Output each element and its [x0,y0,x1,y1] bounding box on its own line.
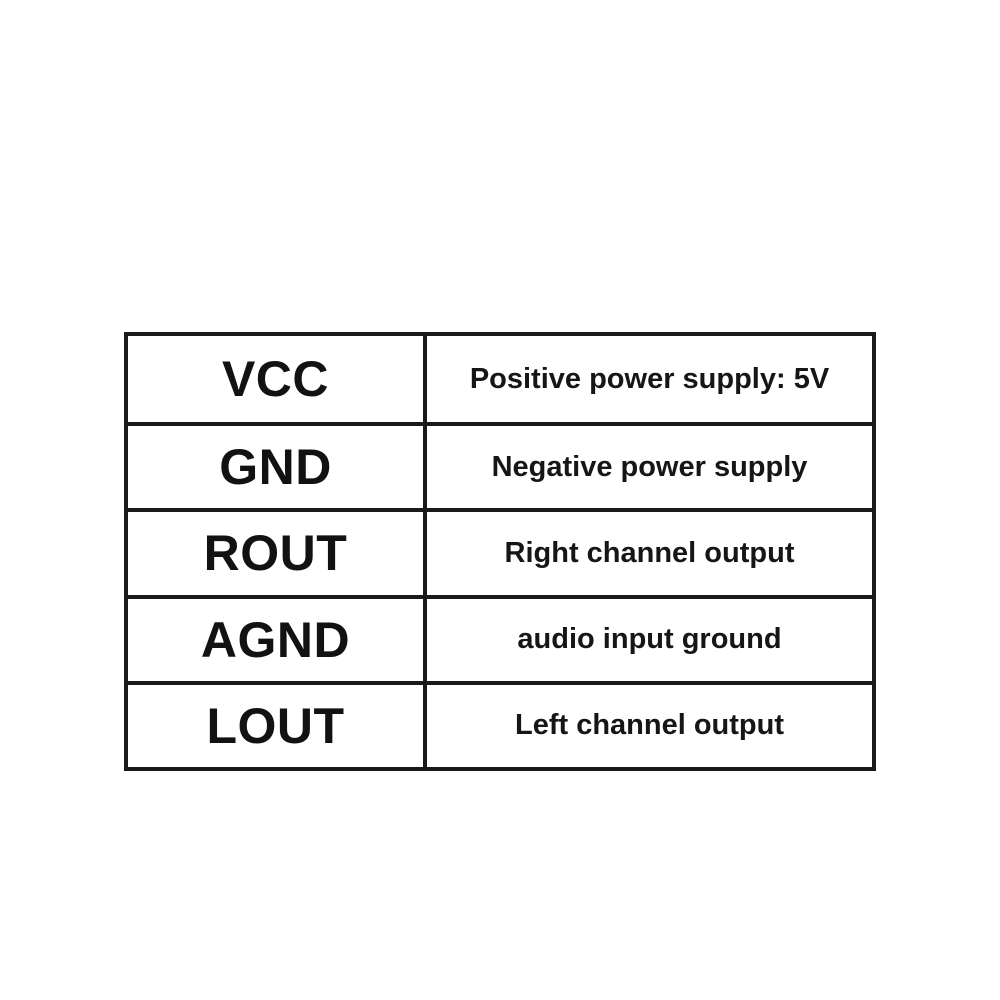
description-cell: Negative power supply [423,422,872,509]
pin-description: Right channel output [504,536,795,569]
pin-description-table: VCC Positive power supply: 5V GND Negati… [124,332,876,771]
pin-name: LOUT [206,697,345,754]
pin-description: Left channel output [514,709,785,742]
table-row: VCC Positive power supply: 5V [128,336,872,423]
pin-name: AGND [200,611,351,668]
description-cell: audio input ground [423,594,872,681]
description-cell: Positive power supply: 5V [423,336,872,423]
table-row: ROUT Right channel output [128,508,872,595]
table-row: LOUT Left channel output [128,680,872,767]
pin-description: Positive power supply: 5V [469,362,830,395]
description-cell: Left channel output [423,680,872,767]
pin-description: audio input ground [517,623,782,656]
table-row: GND Negative power supply [128,422,872,509]
pin-cell: VCC [128,336,423,423]
pin-cell: LOUT [128,680,423,767]
pin-cell: ROUT [128,508,423,595]
description-cell: Right channel output [423,508,872,595]
pin-cell: AGND [128,594,423,681]
table-row: AGND audio input ground [128,594,872,681]
pin-cell: GND [128,422,423,509]
pin-name: ROUT [203,525,348,582]
pin-name: VCC [221,351,330,408]
pin-description: Negative power supply [491,450,808,483]
pin-name: GND [219,439,332,496]
